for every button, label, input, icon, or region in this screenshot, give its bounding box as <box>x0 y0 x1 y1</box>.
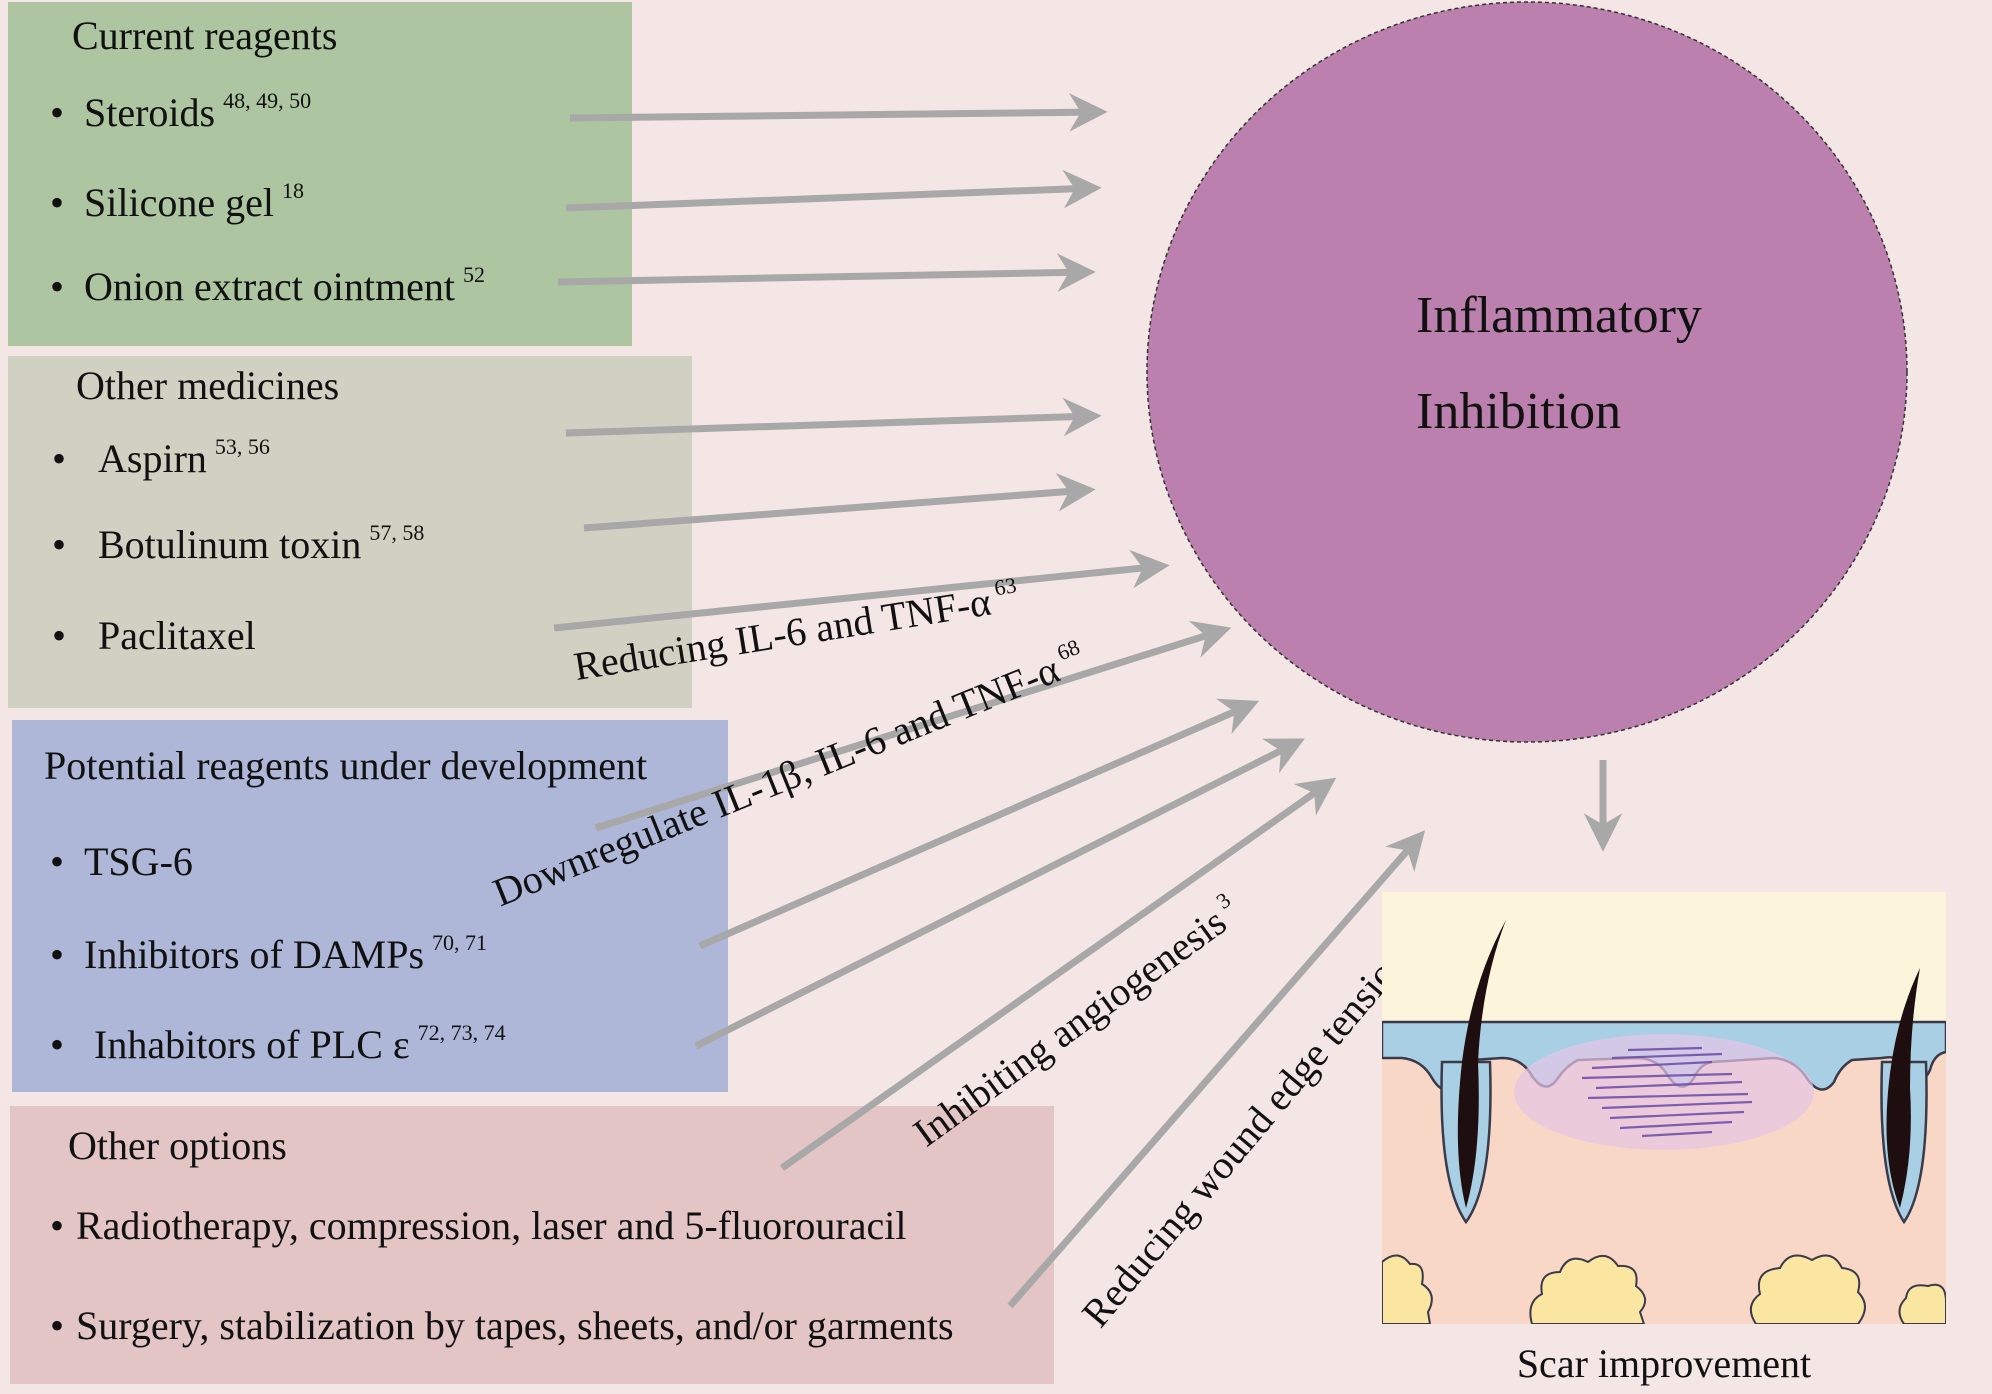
arrow-paclitaxel <box>553 549 1170 632</box>
inflammatory-inhibition-circle <box>1146 1 1908 743</box>
right-hair-icon <box>1886 968 1920 1208</box>
scar-caption: Scar improvement <box>1516 1341 1812 1386</box>
current-reagents-title: Current reagents <box>72 13 338 58</box>
fat-cell <box>1529 1255 1647 1324</box>
collagen-fibers <box>1581 1046 1753 1138</box>
circle-label-line1: Inflammatory <box>1416 287 1702 344</box>
arrow-onion-extract <box>557 253 1096 292</box>
arrow-surgery <box>1007 830 1426 1309</box>
other-options-panel: Other options •Radiotherapy, compression… <box>10 1106 1054 1384</box>
arrow-damps-inhibitors <box>698 698 1260 950</box>
fat-cell <box>1898 1283 1946 1324</box>
arrow-steroids <box>569 93 1108 132</box>
fat-cell <box>1382 1254 1433 1324</box>
list-item-radiotherapy: •Radiotherapy, compression, laser and 5-… <box>50 1203 907 1248</box>
left-hair-icon <box>1457 920 1506 1208</box>
other-medicines-title: Other medicines <box>76 363 340 408</box>
potential-reagents-panel: Potential reagents under development •TS… <box>12 720 728 1092</box>
arrow-radiotherapy <box>779 777 1337 1171</box>
other-options-title: Other options <box>68 1123 287 1168</box>
arrow-botulinum-toxin <box>583 473 1096 532</box>
list-item-tsg6: •TSG-6 <box>50 839 193 884</box>
circle-label-line2: Inhibition <box>1416 383 1622 440</box>
scar-illustration <box>1382 892 1946 1324</box>
list-item-surgery: •Surgery, stabilization by tapes, sheets… <box>50 1303 954 1348</box>
scar-tissue <box>1514 1034 1814 1150</box>
potential-reagents-title: Potential reagents under development <box>44 743 648 788</box>
arrow-plc-inhibitors <box>694 738 1305 1050</box>
list-item-paclitaxel: •Paclitaxel <box>52 613 256 658</box>
arrow-silicone-gel <box>565 169 1102 212</box>
fat-cell <box>1749 1254 1866 1324</box>
arrow-aspirn <box>565 397 1102 437</box>
arrow-tsg6 <box>594 620 1232 832</box>
